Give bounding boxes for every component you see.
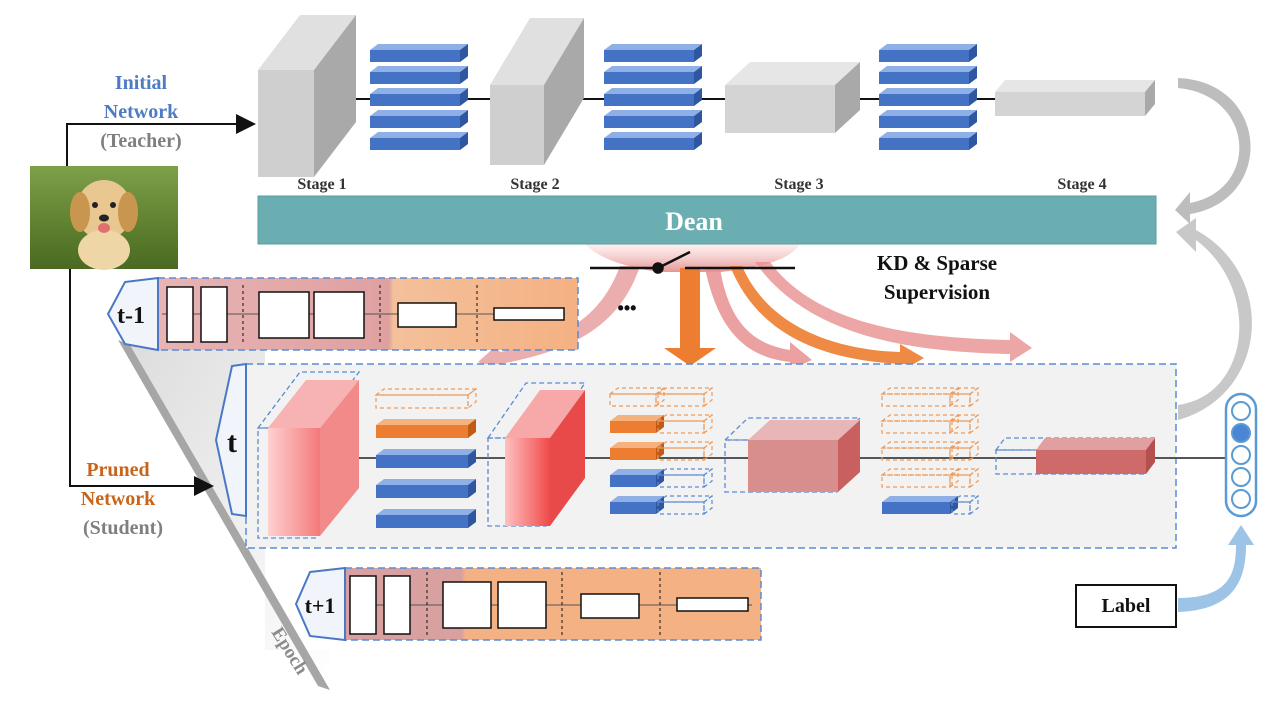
student-stage-1-block	[256, 371, 361, 539]
student-conv-s3-2b	[950, 413, 980, 435]
student-title-line1: Pruned	[86, 459, 149, 481]
epoch-current-label: t	[227, 426, 237, 459]
output-neuron-3	[1231, 445, 1251, 465]
student-conv-s1-4	[376, 479, 476, 498]
output-neuron-5	[1231, 489, 1251, 509]
teacher-conv-s3-5	[879, 132, 977, 150]
input-dog-image	[30, 166, 178, 270]
stage-label-1: Stage 1	[297, 176, 346, 193]
student-stage-2-block	[486, 382, 587, 527]
teacher-conv-s2-1	[604, 44, 702, 62]
student-conv-s2-2a	[610, 415, 664, 433]
student-conv-s2-2b	[656, 413, 714, 435]
teacher-conv-s1-5	[370, 132, 468, 150]
feedback-arrows	[1175, 78, 1252, 420]
student-conv-s2-3a	[610, 442, 664, 460]
teacher-stage-1-block	[258, 15, 356, 177]
student-conv-s2-5a	[610, 496, 664, 514]
label-box-text: Label	[1102, 595, 1151, 617]
supervision-label-line2: Supervision	[884, 280, 991, 304]
student-stage-4-block	[994, 437, 1157, 475]
teacher-conv-s1-3	[370, 88, 468, 106]
student-conv-s2-4a	[610, 469, 664, 487]
epoch-ellipsis: •••	[618, 298, 637, 318]
output-layer	[1224, 392, 1258, 518]
stage-label-2: Stage 2	[510, 176, 559, 193]
student-conv-s3-3b	[950, 440, 980, 462]
teacher-conv-s3-3	[879, 88, 977, 106]
label-arrow	[1178, 525, 1254, 612]
teacher-conv-s2-3	[604, 88, 702, 106]
epoch-prev-label: t-1	[117, 303, 145, 329]
student-conv-s3-3a	[880, 440, 960, 462]
output-neuron-1	[1231, 401, 1251, 421]
student-conv-s2-1b	[656, 386, 714, 408]
teacher-conv-s3-2	[879, 66, 977, 84]
teacher-conv-s2-2	[604, 66, 702, 84]
student-conv-s1-2	[376, 419, 476, 438]
student-conv-s1-3	[376, 449, 476, 468]
student-conv-s1-1	[374, 387, 478, 410]
student-conv-s1-5	[376, 509, 476, 528]
teacher-conv-s2-4	[604, 110, 702, 128]
student-conv-s3-1a	[880, 386, 960, 408]
student-conv-s2-5b	[656, 494, 714, 516]
teacher-stage-4-block	[995, 80, 1155, 116]
output-neuron-2	[1231, 423, 1251, 443]
student-title-line2: Network	[81, 488, 156, 510]
teacher-conv-s3-1	[879, 44, 977, 62]
teacher-role: (Teacher)	[100, 130, 181, 152]
teacher-title-line2: Network	[104, 101, 179, 123]
supervision-label-line1: KD & Sparse	[877, 251, 997, 275]
student-role: (Student)	[83, 517, 163, 539]
stage-label-4: Stage 4	[1057, 176, 1106, 193]
student-conv-s2-1a	[608, 386, 666, 408]
output-neuron-4	[1231, 467, 1251, 487]
epoch-prev-panel	[106, 276, 579, 352]
student-conv-s2-3b	[656, 440, 714, 462]
student-conv-s3-2a	[880, 413, 960, 435]
input-connectors	[66, 114, 256, 496]
student-conv-s3-1b	[950, 386, 980, 408]
student-conv-s3-5b	[950, 494, 980, 516]
teacher-network	[258, 15, 1155, 177]
stage-label-3: Stage 3	[774, 176, 823, 193]
epoch-next-label: t+1	[305, 593, 336, 618]
epoch-current-panel	[214, 362, 1235, 549]
dean-label: Dean	[665, 207, 723, 236]
label-box	[1075, 584, 1177, 628]
dean-bar	[257, 195, 1157, 245]
teacher-conv-s3-4	[879, 110, 977, 128]
student-conv-s3-4a	[880, 467, 960, 489]
teacher-stage-2-block	[490, 18, 584, 165]
switch-symbol	[590, 250, 795, 274]
student-stage-3-block	[723, 417, 862, 493]
student-conv-s3-4b	[950, 467, 980, 489]
teacher-title-line1: Initial	[115, 72, 168, 94]
teacher-conv-s1-1	[370, 44, 468, 62]
teacher-conv-s1-4	[370, 110, 468, 128]
epoch-next-panel	[294, 566, 762, 642]
teacher-conv-s2-5	[604, 132, 702, 150]
teacher-conv-s1-2	[370, 66, 468, 84]
supervision-funnel	[478, 244, 1032, 372]
student-conv-s2-4b	[656, 467, 714, 489]
teacher-stage-3-block	[725, 62, 860, 133]
epoch-shadow	[118, 340, 330, 690]
student-conv-s3-5a	[882, 496, 958, 514]
